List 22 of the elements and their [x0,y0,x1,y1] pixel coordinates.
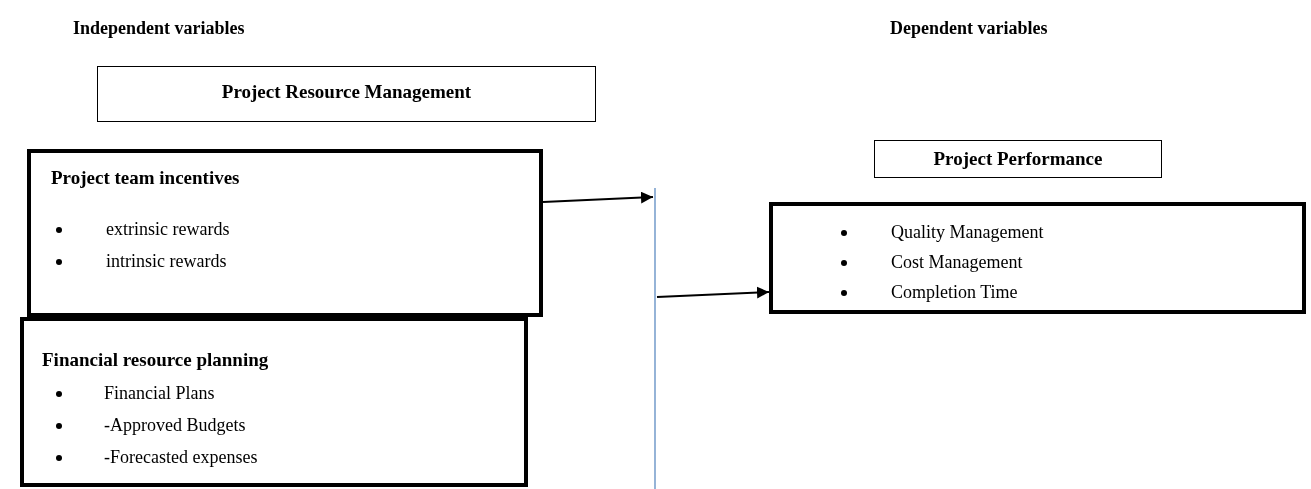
arrow [542,191,654,204]
bullet-item: -Approved Budgets [104,415,246,436]
arrow [656,286,770,299]
bullet-item: Financial Plans [104,383,215,404]
vertical-line [653,188,657,489]
section-heading: Dependent variables [890,18,1048,39]
text-box [874,140,1162,178]
bullet-item: -Forecasted expenses [104,447,258,468]
bullet-item: Quality Management [891,222,1044,243]
section-heading: Independent variables [73,18,245,39]
box-heading: Project Resource Management [220,81,473,103]
box-heading: Project Performance [932,148,1104,170]
bullet-item: intrinsic rewards [106,251,227,272]
text-box [27,149,543,317]
text-box [97,66,596,122]
box-heading: Financial resource planning [42,349,269,371]
text-box [769,202,1306,314]
bullet-item: extrinsic rewards [106,219,230,240]
bullet-item: Cost Management [891,252,1023,273]
bullet-item: Completion Time [891,282,1018,303]
box-heading: Project team incentives [51,167,240,189]
text-box [20,317,528,487]
